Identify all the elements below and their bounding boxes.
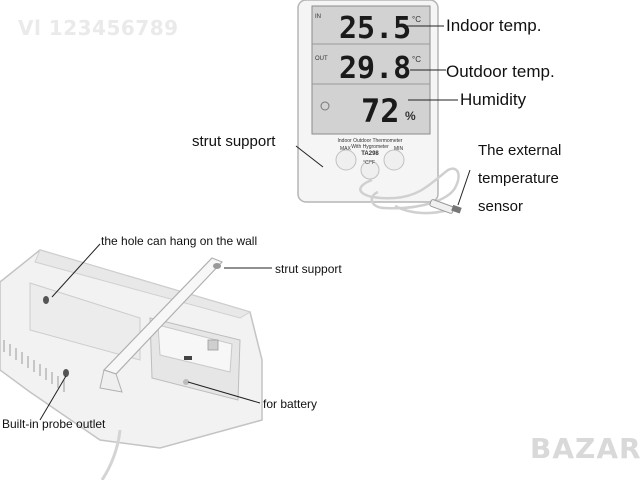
label-external-sensor-3: sensor <box>478 198 524 215</box>
lcd-out-tag: OUT <box>315 56 328 62</box>
thermometer-front-device: IN 25.5 °C OUT 29.8 °C 72 % Indoor Outdo… <box>297 0 462 215</box>
battery-marker <box>183 379 189 385</box>
humidity-icon <box>320 101 330 111</box>
unit-button-label: °C/°F <box>363 160 375 166</box>
min-button <box>383 149 405 171</box>
probe-cable <box>100 429 122 480</box>
label-hole-wall: the hole can hang on the wall <box>101 234 258 248</box>
watermark-bottom: BAZAR <box>530 432 640 465</box>
label-external-sensor-1: The external <box>478 142 562 159</box>
label-outdoor-temp: Outdoor temp. <box>446 62 555 81</box>
max-button-label: MAX <box>340 146 352 152</box>
lcd-indoor-value: 25.5 <box>339 11 411 46</box>
vent-slots <box>3 340 65 392</box>
label-external-sensor-2: temperature <box>478 170 559 187</box>
leader-lines <box>39 25 471 421</box>
hang-hole <box>43 296 49 304</box>
lcd-outdoor-unit: °C <box>412 55 421 64</box>
sensor-cable <box>359 167 460 210</box>
label-humidity: Humidity <box>460 90 527 109</box>
lcd-outdoor-value: 29.8 <box>339 51 411 86</box>
lcd-humidity-unit: % <box>405 109 416 123</box>
label-indoor-temp: Indoor temp. <box>446 16 542 35</box>
max-button <box>335 149 357 171</box>
watermark-top: Vl 123456789 <box>18 16 179 40</box>
battery-compartment <box>157 324 233 373</box>
label-battery: for battery <box>263 397 318 411</box>
lcd-in-tag: IN <box>315 14 321 20</box>
device-caption-line2: With Hygrometer <box>351 144 389 150</box>
label-probe-outlet: Built-in probe outlet <box>2 417 106 431</box>
probe-outlet <box>63 369 69 377</box>
device-caption-line1: Indoor Outdoor Thermometer <box>338 138 403 144</box>
lcd-indoor-unit: °C <box>412 15 421 24</box>
device-model: TA298 <box>361 151 379 157</box>
thermometer-back-device <box>0 249 263 480</box>
lcd-humidity-value: 72 <box>361 92 400 130</box>
min-button-label: MIN <box>394 146 404 152</box>
label-strut-support-top: strut support <box>192 133 276 150</box>
unit-button <box>360 160 380 180</box>
label-strut-support-bottom: strut support <box>275 262 342 276</box>
